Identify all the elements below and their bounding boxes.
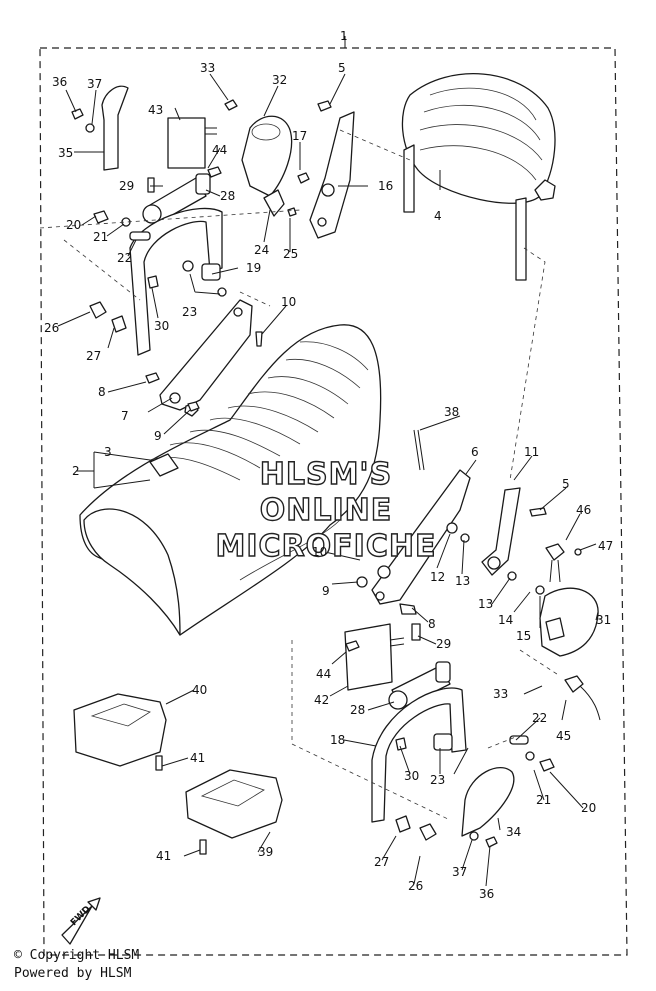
part-label: 10 xyxy=(281,295,296,309)
part-label: 36 xyxy=(479,887,494,901)
part-label: 4 xyxy=(434,209,442,223)
part-label: 33 xyxy=(200,61,215,75)
part-label: 41 xyxy=(190,751,205,765)
part-label: 44 xyxy=(212,143,227,157)
part-label: 20 xyxy=(581,801,596,815)
part-label: 11 xyxy=(524,445,539,459)
part-label: 35 xyxy=(58,146,73,160)
part-label: 19 xyxy=(246,261,261,275)
part-label: 20 xyxy=(66,218,81,232)
part-label: 47 xyxy=(598,539,613,553)
part-label: 45 xyxy=(556,729,571,743)
part-label: 28 xyxy=(220,189,235,203)
small-hardware xyxy=(145,331,425,471)
copyright-line: © Copyright HLSM xyxy=(14,948,140,963)
watermark: HLSM'S ONLINE MICROFICHE xyxy=(215,456,437,564)
part-number-labels: 1 36 37 35 33 32 5 43 17 44 29 28 16 4 2… xyxy=(44,29,613,901)
part-label-1: 1 xyxy=(340,29,348,43)
part-label: 29 xyxy=(436,637,451,651)
mount-plate xyxy=(167,117,222,178)
watermark-line-2: ONLINE xyxy=(260,493,393,528)
adjuster-rod-upper xyxy=(142,173,211,224)
part-label: 33 xyxy=(493,687,508,701)
part-label: 36 xyxy=(52,75,67,89)
part-label: 7 xyxy=(121,409,129,423)
hinge-arm xyxy=(297,100,355,239)
part-label: 46 xyxy=(576,503,591,517)
part-label: 44 xyxy=(316,667,331,681)
mount-plate-lower xyxy=(344,623,421,691)
part-label: 9 xyxy=(322,584,330,598)
adjuster-rod-lower xyxy=(388,661,451,710)
backrest-frame-lower xyxy=(371,687,555,823)
part-label: 26 xyxy=(44,321,59,335)
adjuster-knob xyxy=(539,543,601,721)
passenger-footrest-lower xyxy=(185,769,283,855)
leader-lines xyxy=(57,73,599,887)
part-label: 42 xyxy=(314,693,329,707)
part-label: 38 xyxy=(444,405,459,419)
part-label: 34 xyxy=(506,825,521,839)
dashed-connectors xyxy=(39,129,561,821)
part-label: 21 xyxy=(536,793,551,807)
pivot-cover xyxy=(224,99,297,217)
grab-handle-left xyxy=(71,85,129,171)
part-label: 30 xyxy=(404,769,419,783)
part-label: 27 xyxy=(374,855,389,869)
part-label: 37 xyxy=(452,865,467,879)
part-label: 30 xyxy=(154,319,169,333)
part-label: 2 xyxy=(72,464,80,478)
assembly-outline xyxy=(39,36,628,956)
part-label: 8 xyxy=(98,385,106,399)
part-label: 25 xyxy=(283,247,298,261)
part-label: 23 xyxy=(182,305,197,319)
backrest-bracket-right xyxy=(356,469,471,615)
part-label: 5 xyxy=(562,477,570,491)
part-label: 32 xyxy=(272,73,287,87)
part-label: 23 xyxy=(430,773,445,787)
passenger-footrest-upper xyxy=(73,693,167,771)
part-label: 6 xyxy=(471,445,479,459)
part-label: 10 xyxy=(312,545,327,559)
part-label: 8 xyxy=(428,617,436,631)
watermark-line-1: HLSM'S xyxy=(260,457,392,492)
part-label: 14 xyxy=(498,613,513,627)
part-label: 13 xyxy=(455,574,470,588)
part-label: 22 xyxy=(117,251,132,265)
seat-body xyxy=(79,324,382,636)
part-label: 16 xyxy=(378,179,393,193)
backrest-pad xyxy=(401,73,556,281)
part-label: 18 xyxy=(330,733,345,747)
part-label: 24 xyxy=(254,243,269,257)
part-label: 17 xyxy=(292,129,307,143)
part-label: 12 xyxy=(430,570,445,584)
part-label: 41 xyxy=(156,849,171,863)
part-label: 22 xyxy=(532,711,547,725)
part-label: 39 xyxy=(258,845,273,859)
part-label: 27 xyxy=(86,349,101,363)
part-label: 37 xyxy=(87,77,102,91)
part-label: 28 xyxy=(350,703,365,717)
forward-arrow: FWD xyxy=(61,897,101,945)
backrest-arm xyxy=(481,487,547,595)
watermark-line-3: MICROFICHE xyxy=(216,529,437,564)
backrest-frame-upper xyxy=(89,207,227,356)
part-label: 26 xyxy=(408,879,423,893)
part-label: 5 xyxy=(338,61,346,75)
part-label: 21 xyxy=(93,230,108,244)
part-label: 40 xyxy=(192,683,207,697)
powered-by-line: Powered by HLSM xyxy=(14,966,132,981)
part-label: 29 xyxy=(119,179,134,193)
part-label: 3 xyxy=(104,445,112,459)
grab-handle-right xyxy=(395,767,515,848)
backrest-bracket-left xyxy=(159,299,253,417)
part-label: 13 xyxy=(478,597,493,611)
part-label: 15 xyxy=(516,629,531,643)
part-label: 9 xyxy=(154,429,162,443)
part-label: 31 xyxy=(596,613,611,627)
part-label: 43 xyxy=(148,103,163,117)
